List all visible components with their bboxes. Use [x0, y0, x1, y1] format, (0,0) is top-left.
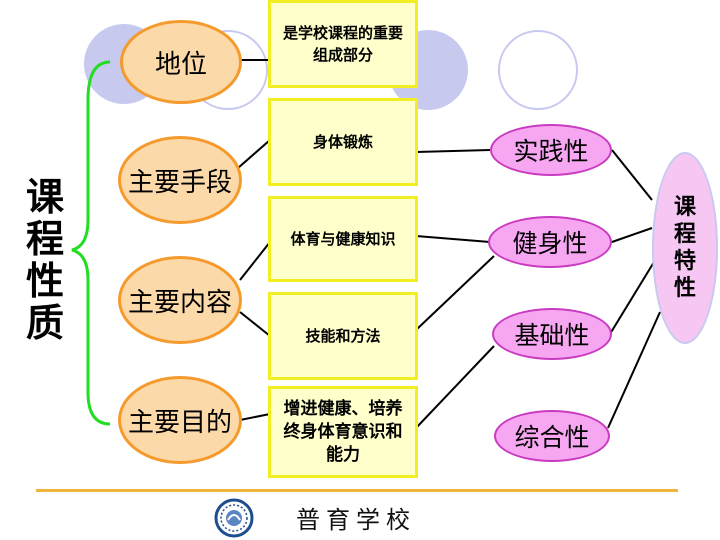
course-characteristics-label: 课程特性: [673, 195, 696, 301]
node-position: 地位: [120, 20, 242, 104]
course-nature-title: 课程性质: [22, 176, 68, 344]
trait-practice: 实践性: [490, 124, 612, 176]
title-char: 性: [25, 259, 64, 303]
decor-ring: [498, 30, 578, 110]
link-fitness-char: [611, 227, 653, 243]
title-char: 课: [25, 175, 64, 219]
bracket: [71, 60, 111, 426]
link-skills-fitness: [415, 255, 495, 331]
link-purpose-desc: [239, 413, 271, 421]
link-knowledge-fitness: [415, 235, 491, 243]
desc-main-means: 身体锻炼: [268, 98, 418, 186]
title-char: 质: [25, 301, 64, 345]
desc-main-purpose: 增进健康、培养终身体育意识和能力: [268, 386, 418, 478]
node-main-content: 主要内容: [118, 256, 242, 344]
link-practice-char: [611, 149, 653, 201]
desc-position: 是学校课程的重要组成部分: [268, 0, 418, 88]
link-purpose-basic: [415, 345, 495, 429]
footer-divider: [36, 489, 678, 492]
school-name: 普育学校: [296, 506, 416, 534]
link-exercise-practice: [415, 149, 491, 153]
node-main-means: 主要手段: [118, 136, 242, 224]
link-content-knowledge: [239, 241, 271, 281]
trait-basic: 基础性: [492, 308, 612, 360]
desc-content-knowledge: 体育与健康知识: [268, 196, 418, 282]
link-basic-char: [609, 261, 655, 335]
school-seal-icon: [214, 498, 254, 538]
trait-comprehensive: 综合性: [494, 410, 610, 462]
course-characteristics-node: 课程特性: [652, 152, 718, 344]
desc-content-skills: 技能和方法: [268, 292, 418, 380]
link-content-skills: [239, 311, 271, 337]
node-main-purpose: 主要目的: [118, 376, 242, 464]
link-means-desc: [237, 139, 271, 169]
link-comprehensive-char: [607, 311, 661, 429]
trait-fitness: 健身性: [488, 216, 612, 268]
title-char: 程: [25, 217, 64, 261]
